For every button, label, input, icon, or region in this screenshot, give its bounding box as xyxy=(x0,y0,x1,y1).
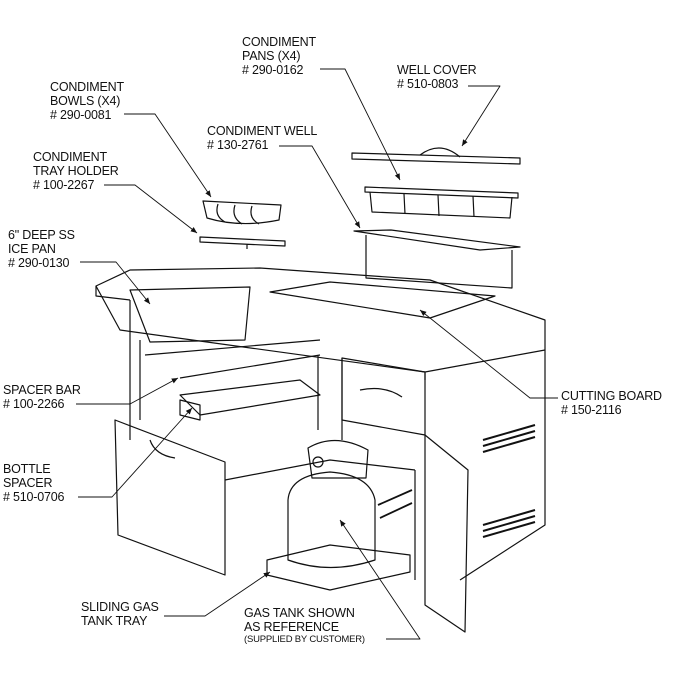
cart-cabinet xyxy=(95,267,546,633)
condiment-well-part xyxy=(353,229,521,289)
top-drawer xyxy=(341,357,426,436)
condiment-bowls-part xyxy=(202,200,282,225)
part-number: # 150-2116 xyxy=(561,403,622,417)
label-name: TANK TRAY xyxy=(81,614,148,628)
condiment-tray-holder-part xyxy=(199,236,286,249)
well-cover-part xyxy=(351,147,521,165)
label-name: CONDIMENT xyxy=(33,150,107,164)
label-name: CONDIMENT xyxy=(50,80,124,94)
condiment-pans-part xyxy=(364,186,519,219)
right-door xyxy=(424,434,469,633)
gas-tank xyxy=(287,439,376,569)
label-note: (SUPPLIED BY CUSTOMER) xyxy=(244,634,365,645)
label-cutting-board: CUTTING BOARD# 150-2116 xyxy=(561,389,662,417)
part-number: # 130-2761 xyxy=(207,138,269,152)
label-name: CONDIMENT WELL xyxy=(207,124,318,138)
ice-pan-part xyxy=(129,286,251,343)
label-name: BOTTLE xyxy=(3,462,51,476)
label-well-cover: WELL COVER# 510-0803 xyxy=(397,63,477,91)
label-name: 6" DEEP SS xyxy=(8,228,75,242)
cutting-board-part xyxy=(269,281,496,319)
part-number: # 100-2267 xyxy=(33,178,95,192)
label-name: SLIDING GAS xyxy=(81,600,159,614)
label-name: AS REFERENCE xyxy=(244,620,339,634)
part-number: # 510-0706 xyxy=(3,490,65,504)
label-name: ICE PAN xyxy=(8,242,56,256)
label-name: CUTTING BOARD xyxy=(561,389,662,403)
label-name: CONDIMENT xyxy=(242,35,316,49)
label-name: GAS TANK SHOWN xyxy=(244,606,355,620)
label-condiment-well: CONDIMENT WELL# 130-2761 xyxy=(207,124,317,152)
label-name: SPACER BAR xyxy=(3,383,81,397)
part-number: # 510-0803 xyxy=(397,77,459,91)
label-spacer-bar: SPACER BAR# 100-2266 xyxy=(3,383,81,411)
part-number: # 100-2266 xyxy=(3,397,65,411)
part-number: # 290-0081 xyxy=(50,108,112,122)
label-name: BOWLS (X4) xyxy=(50,94,121,108)
label-name: TRAY HOLDER xyxy=(33,164,119,178)
label-name: WELL COVER xyxy=(397,63,477,77)
part-number: # 290-0130 xyxy=(8,256,70,270)
label-name: PANS (X4) xyxy=(242,49,301,63)
label-name: SPACER xyxy=(3,476,53,490)
spacer-bar-part xyxy=(179,379,321,416)
left-door xyxy=(114,419,226,576)
leader-lines xyxy=(76,68,558,640)
bottle-spacer-part xyxy=(179,399,201,421)
part-number: # 290-0162 xyxy=(242,63,304,77)
